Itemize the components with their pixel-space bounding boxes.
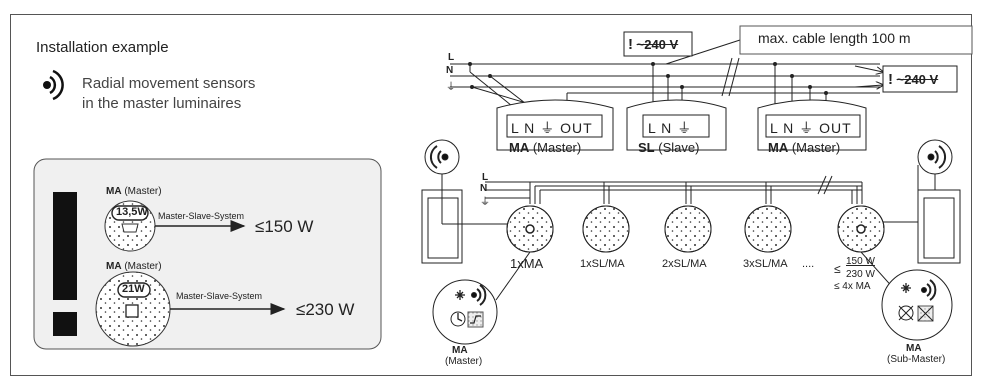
luminaire-2xsl-icon bbox=[664, 205, 712, 253]
bottom-line-label-PE: ⏚ bbox=[480, 197, 490, 208]
row1-wattage: 13,5W bbox=[116, 206, 148, 218]
luminaire-label-2xsl: 2xSL/MA bbox=[662, 258, 707, 270]
unit2-terminals: L N ⏚ bbox=[648, 120, 693, 136]
row1-limit: ≤150 W bbox=[255, 217, 314, 236]
unit1-name: MA (Master) bbox=[509, 140, 582, 155]
submaster-caption-rest: (Sub-Master) bbox=[887, 354, 946, 365]
bottom-line-label-N: N bbox=[480, 183, 488, 194]
luminaire-label-1xma: 1xMA bbox=[510, 256, 544, 271]
row2-wattage: 21W bbox=[122, 283, 145, 295]
exclamation-dot bbox=[53, 312, 77, 336]
bottom-wiring bbox=[421, 139, 961, 345]
row2-device-label: MA (Master) bbox=[106, 261, 162, 272]
exclamation-bar bbox=[53, 192, 77, 300]
top-wiring bbox=[450, 25, 973, 151]
luminaire-ellipsis: .... bbox=[802, 258, 815, 270]
top-line-label-L: L bbox=[448, 52, 455, 63]
unit3-name: MA (Master) bbox=[768, 140, 841, 155]
warning-box bbox=[33, 158, 382, 350]
master-caption-bold: MA bbox=[452, 345, 468, 356]
row2-system-label: Master-Slave-System bbox=[176, 291, 263, 301]
row1-system-label: Master-Slave-System bbox=[158, 211, 245, 221]
luminaire-label-1xsl: 1xSL/MA bbox=[580, 258, 625, 270]
limit-230: 230 W bbox=[846, 269, 875, 280]
row2-limit: ≤230 W bbox=[296, 300, 355, 319]
limit-max-ma: ≤ 4x MA bbox=[834, 281, 871, 292]
radial-sensor-icon bbox=[43, 69, 64, 101]
unit1-terminals: L N ⏚ OUT bbox=[511, 120, 593, 136]
sensor-left-icon bbox=[430, 145, 449, 169]
bottom-line-label-L: L bbox=[482, 172, 489, 183]
limit-le-symbol: ≤ bbox=[834, 262, 841, 276]
limit-150: 150 W bbox=[846, 256, 875, 267]
luminaire-135w-icon bbox=[104, 200, 156, 252]
submaster-callout bbox=[881, 269, 953, 341]
luminaire-label-3xsl: 3xSL/MA bbox=[743, 258, 788, 270]
warning-240v-output-text: ! ~240 V bbox=[888, 71, 939, 88]
description-line-1: Radial movement sensors bbox=[82, 75, 256, 92]
luminaire-submaster-icon bbox=[837, 205, 885, 253]
luminaire-1xma-icon bbox=[506, 205, 554, 253]
warning-240v-output bbox=[882, 65, 958, 93]
top-line-label-N: N bbox=[446, 65, 454, 76]
unit2-name: SL (Slave) bbox=[638, 140, 700, 155]
figure-frame bbox=[10, 14, 972, 376]
sensor-right-icon bbox=[927, 145, 946, 169]
top-line-label-PE: ⏚ bbox=[446, 82, 456, 93]
section-title: Installation example bbox=[36, 39, 169, 56]
master-callout bbox=[432, 279, 498, 345]
luminaire-3xsl-icon bbox=[744, 205, 792, 253]
master-caption-rest: (Master) bbox=[445, 356, 483, 367]
submaster-caption-bold: MA bbox=[906, 343, 922, 354]
warning-240v-top bbox=[623, 31, 693, 57]
luminaire-1xsl-icon bbox=[582, 205, 630, 253]
cable-note-text: max. cable length 100 m bbox=[758, 30, 911, 46]
luminaire-21w-icon bbox=[95, 271, 171, 347]
unit3-terminals: L N ⏚ OUT bbox=[770, 120, 852, 136]
row1-device-label: MA (Master) bbox=[106, 186, 162, 197]
cable-note-box bbox=[739, 25, 973, 55]
warning-240v-top-text: ! ~240 V bbox=[628, 36, 679, 53]
description-line-2: in the master luminaires bbox=[82, 95, 242, 112]
